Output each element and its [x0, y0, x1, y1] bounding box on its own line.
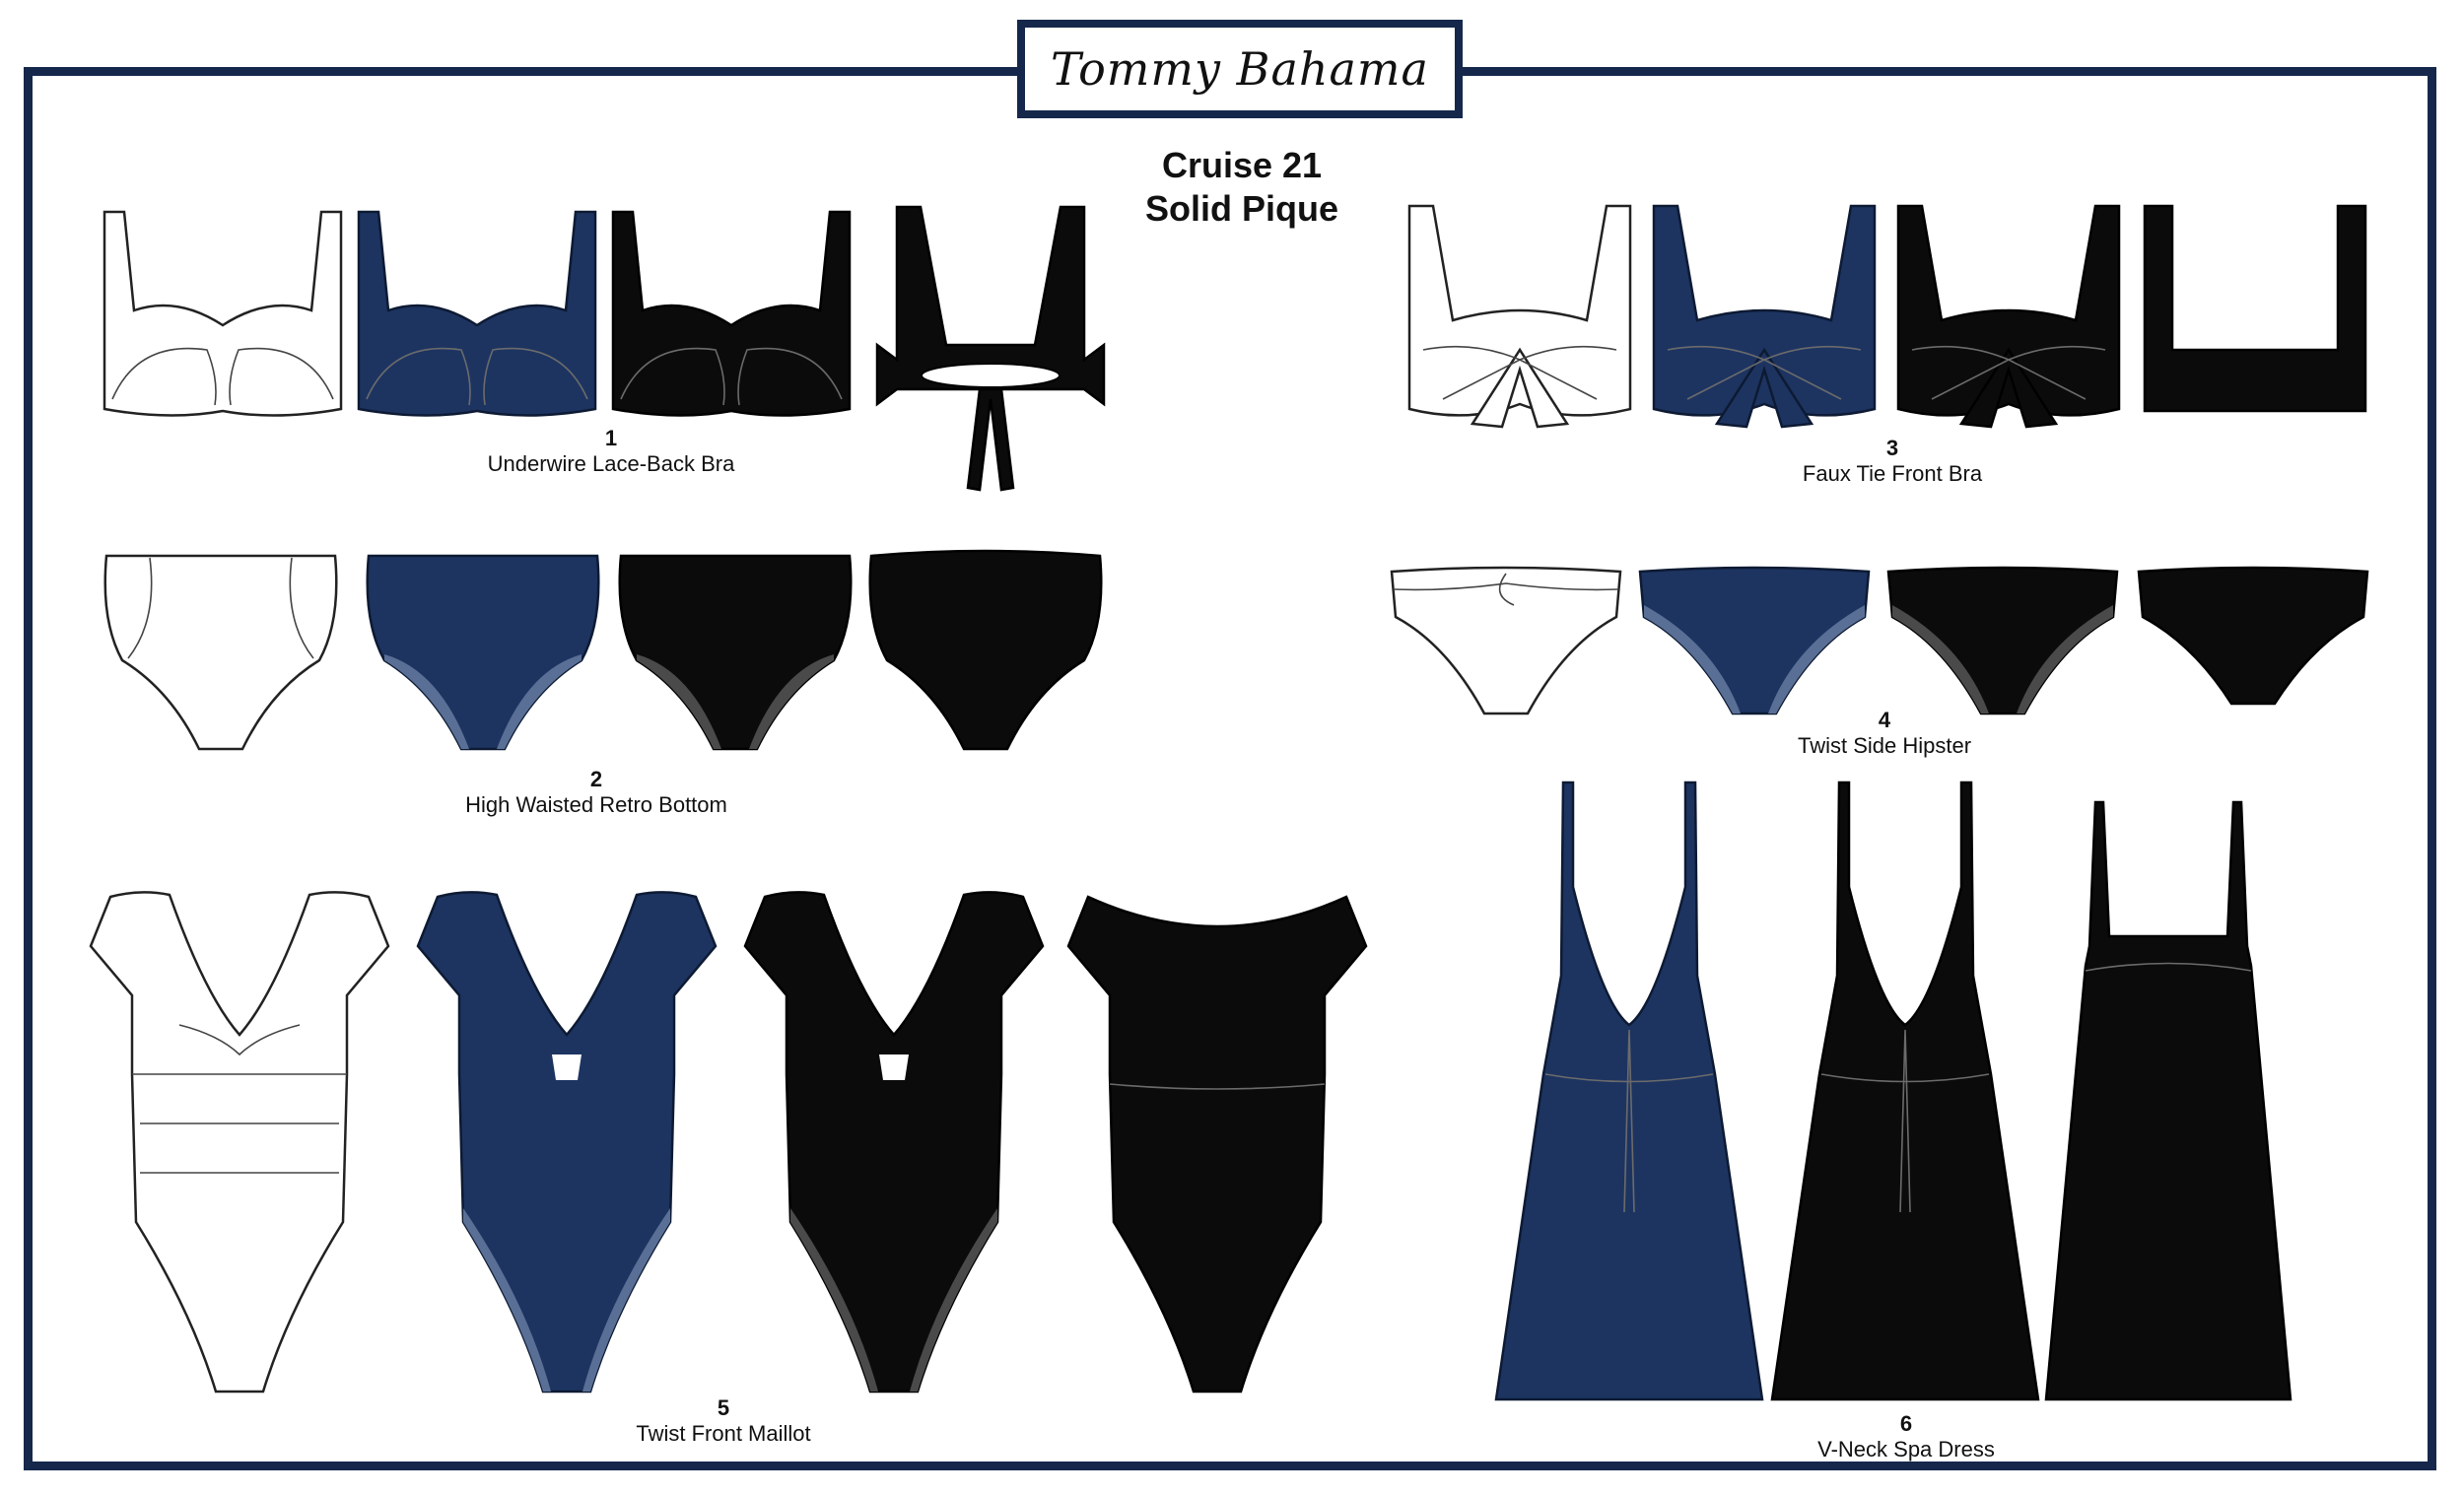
style-3-number: 3: [1885, 436, 1899, 460]
maillot-5-back-sketch: [1066, 895, 1368, 1394]
style-5-name: Twist Front Maillot: [636, 1421, 811, 1446]
bra-3-navy-sketch: [1652, 204, 1877, 429]
style-6-caption: 6 V-Neck Spa Dress: [1709, 1411, 2103, 1462]
title-line-1: Cruise 21: [1161, 145, 1323, 185]
style-4-caption: 4 Twist Side Hipster: [1687, 708, 2082, 759]
bra-3-black-sketch: [1896, 204, 2121, 429]
bottom-4-navy-sketch: [1638, 566, 1871, 715]
style-1-name: Underwire Lace-Back Bra: [487, 451, 735, 476]
page-title: Cruise 21 Solid Pique: [1084, 144, 1400, 231]
bottom-2-back-sketch: [868, 549, 1103, 751]
bottom-4-back-sketch: [2137, 566, 2369, 706]
style-3-name: Faux Tie Front Bra: [1802, 461, 1983, 486]
maillot-5-black-sketch: [743, 891, 1045, 1394]
style-2-name: High Waisted Retro Bottom: [465, 792, 727, 817]
bottom-4-white-sketch: [1390, 566, 1622, 715]
bottom-2-black-sketch: [618, 554, 853, 751]
bra-3-white-sketch: [1407, 204, 1632, 429]
bra-3-back-sketch: [2143, 204, 2367, 413]
style-1-number: 1: [604, 426, 618, 450]
dress-6-navy-sketch: [1494, 781, 1764, 1401]
bottom-4-black-sketch: [1886, 566, 2119, 715]
brand-logo-text: Tommy Bahama: [1025, 28, 1455, 110]
style-3-caption: 3 Faux Tie Front Bra: [1695, 436, 2089, 487]
style-4-number: 4: [1878, 708, 1891, 732]
brand-logo: Tommy Bahama: [1017, 20, 1463, 118]
bottom-2-white-sketch: [103, 554, 338, 751]
style-1-caption: 1 Underwire Lace-Back Bra: [414, 426, 808, 477]
bra-1-navy-sketch: [357, 210, 597, 417]
style-4-name: Twist Side Hipster: [1797, 733, 1972, 758]
style-5-caption: 5 Twist Front Maillot: [526, 1395, 921, 1447]
title-line-2: Solid Pique: [1144, 188, 1338, 229]
bra-1-back-sketch: [875, 205, 1106, 492]
style-5-number: 5: [717, 1395, 730, 1420]
style-6-number: 6: [1899, 1411, 1913, 1436]
style-2-number: 2: [589, 767, 603, 791]
style-6-name: V-Neck Spa Dress: [1817, 1437, 1995, 1462]
style-2-caption: 2 High Waisted Retro Bottom: [399, 767, 793, 818]
dress-6-black-sketch: [1770, 781, 2040, 1401]
maillot-5-navy-sketch: [416, 891, 718, 1394]
bra-1-white-sketch: [103, 210, 343, 417]
bra-1-black-sketch: [611, 210, 852, 417]
maillot-5-white-sketch: [89, 891, 390, 1394]
dress-6-back-sketch: [2044, 800, 2293, 1401]
bottom-2-navy-sketch: [366, 554, 600, 751]
